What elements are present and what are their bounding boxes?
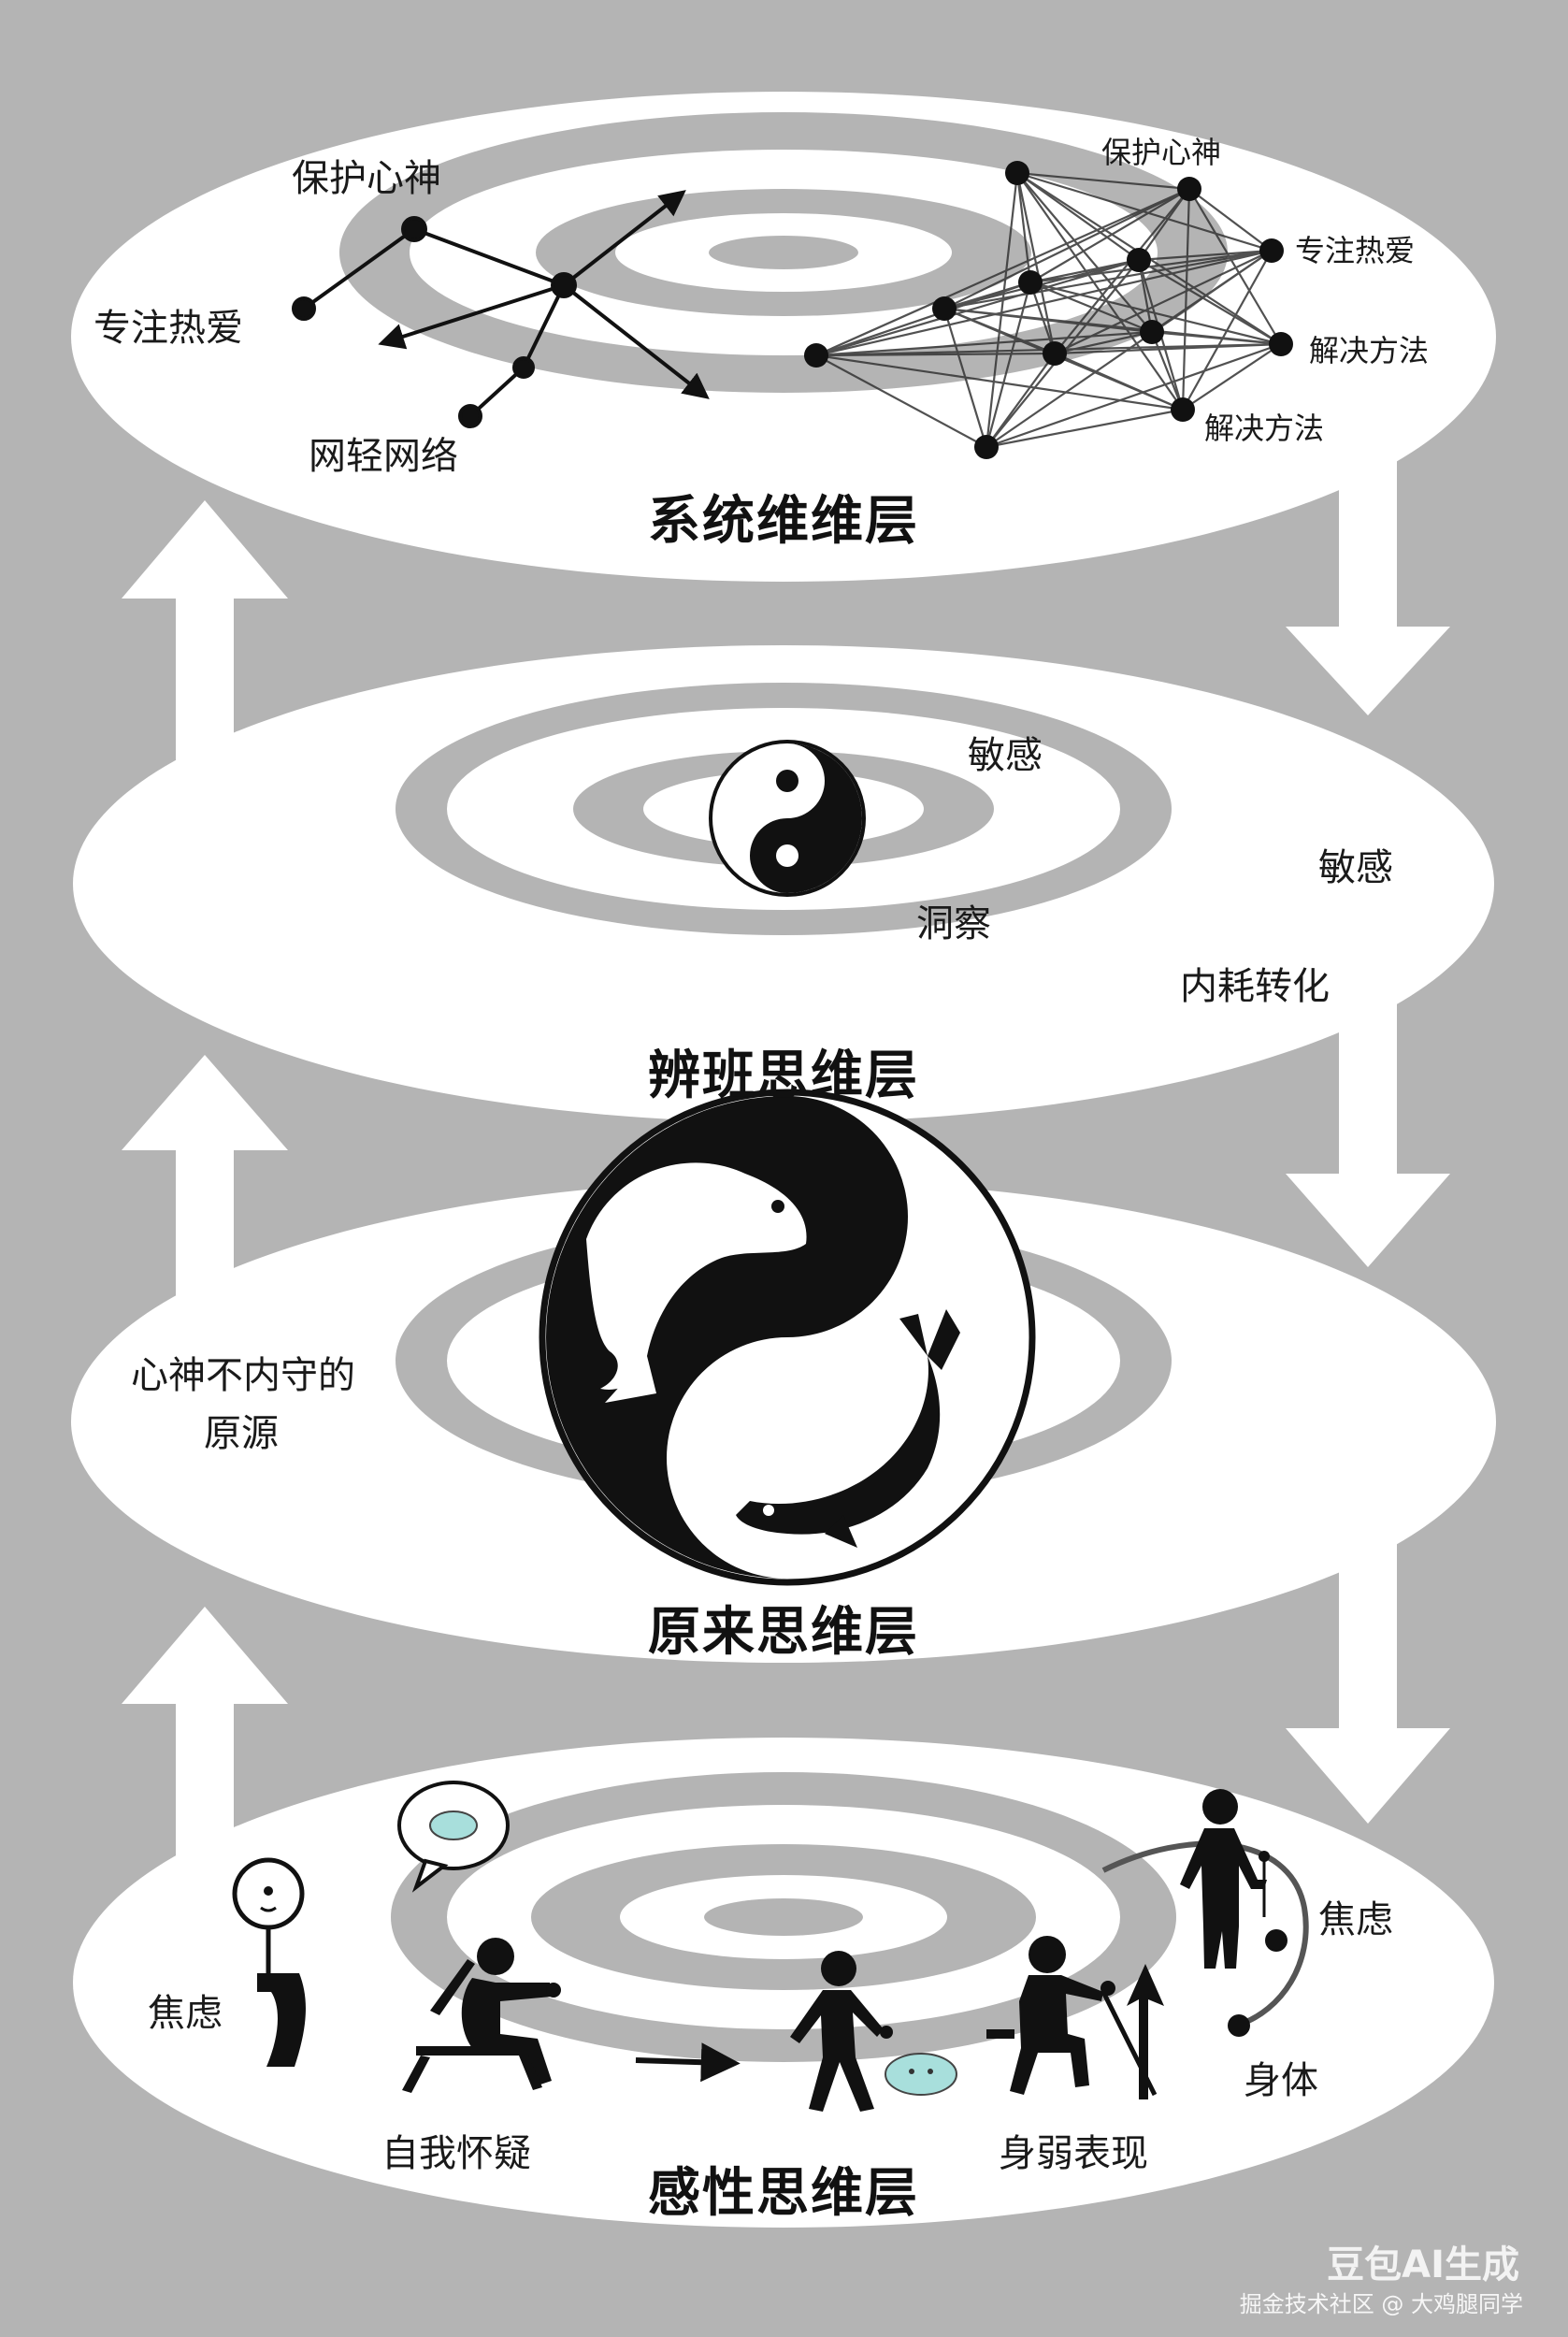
origin-level-title: 原来思维层 — [648, 1602, 919, 1663]
network-edge — [1182, 343, 1282, 411]
network-edge — [985, 342, 1282, 449]
progress-arrow — [635, 2042, 741, 2083]
origin-root-label-line1: 心神不内守的 — [131, 1354, 355, 1397]
perceptual-self-doubt-label: 自我怀疑 — [381, 2132, 531, 2175]
network-node — [1018, 270, 1043, 295]
origin-root-label-line2: 原源 — [204, 1412, 279, 1455]
network-node — [1140, 320, 1164, 344]
systems-right-protect-label: 保护心神 — [1101, 135, 1222, 170]
cloud-icon — [885, 2053, 957, 2096]
network-edge — [1016, 172, 1153, 333]
network-node — [974, 435, 999, 459]
yin-yang-icon — [709, 740, 866, 897]
network-edge — [1029, 281, 1153, 334]
network-edge — [943, 188, 1190, 310]
network-edge — [1138, 249, 1273, 262]
network-node — [1269, 332, 1293, 356]
watermark-brand: 豆包AI生成 — [1327, 2243, 1519, 2287]
network-edge — [985, 172, 1019, 448]
network-edge — [1016, 172, 1140, 261]
network-edge — [815, 187, 1190, 357]
black-fish-icon — [736, 1309, 960, 1548]
network-edge — [1181, 188, 1191, 411]
network-node — [1005, 161, 1029, 185]
network-node — [1177, 177, 1201, 201]
network-node — [1171, 397, 1195, 422]
network-edge — [1151, 330, 1282, 346]
systems-right-solve2-label: 解决方法 — [1204, 411, 1325, 446]
systems-left-network-label: 网轻网络 — [309, 435, 458, 478]
perceptual-layer-rings — [73, 1738, 1494, 2228]
perceptual-level-title: 感性思维层 — [648, 2163, 919, 2224]
path-dot-2 — [1228, 2014, 1250, 2037]
systems-right-solve1-label: 解决方法 — [1309, 333, 1430, 368]
network-edge — [815, 330, 1153, 357]
network-edge — [1054, 352, 1184, 411]
network-edge — [815, 258, 1140, 357]
standing-elder-icon — [1180, 1789, 1270, 1969]
network-edge — [985, 353, 1056, 448]
systems-left-protect-label: 保护心神 — [292, 157, 441, 200]
perceptual-anxiety-left-label: 焦虑 — [148, 1992, 223, 2035]
dialectic-transform-label: 内耗转化 — [1180, 965, 1330, 1008]
thought-bubble-icon — [397, 1781, 510, 1893]
network-edge — [1016, 171, 1190, 191]
network-edge — [943, 249, 1273, 310]
network-edge — [985, 281, 1032, 448]
walking-person-icon — [790, 1951, 893, 2112]
network-edge — [1138, 259, 1282, 345]
network-node — [1127, 248, 1151, 272]
path-dot-1 — [1265, 1929, 1287, 1952]
big-yin-yang-fish-icon — [539, 1089, 1036, 1586]
network-node — [804, 343, 828, 368]
seated-person-icon — [402, 1938, 561, 2093]
network-node — [1043, 341, 1067, 366]
network-edge — [815, 354, 987, 448]
network-edge — [1188, 188, 1282, 345]
network-edge — [1150, 331, 1185, 411]
watermark-source: 掘金技术社区 @ 大鸡腿同学 — [1239, 2291, 1523, 2317]
dialectic-sensitive-inner-label: 敏感 — [968, 734, 1043, 777]
perceptual-weak-body-label: 身弱表现 — [999, 2132, 1148, 2175]
elder-with-cane-icon — [986, 1936, 1164, 2099]
dialectic-insight-label: 洞察 — [916, 902, 991, 945]
anxious-head-figure — [232, 1857, 306, 2067]
systems-left-focus-label: 专注热爱 — [94, 307, 243, 350]
network-edge — [815, 281, 1031, 357]
network-edge — [1015, 172, 1032, 283]
network-edge — [985, 408, 1184, 449]
network-edge — [1029, 188, 1190, 283]
white-fish-icon — [586, 1162, 807, 1403]
network-node — [1259, 238, 1284, 263]
network-edge — [1188, 188, 1273, 252]
network-edge — [1016, 172, 1184, 411]
simple-network-graph — [292, 190, 710, 428]
network-edge — [1029, 281, 1282, 346]
orbit-path — [1101, 1840, 1309, 2027]
perceptual-anxiety-right-label: 焦虑 — [1318, 1898, 1393, 1941]
systems-right-focus-label: 专注热爱 — [1295, 233, 1416, 268]
network-edge — [1137, 259, 1154, 333]
network-node — [932, 296, 957, 321]
dialectic-sensitive-outer-label: 敏感 — [1318, 846, 1393, 889]
left-up-arrow-2 — [122, 1055, 288, 1337]
systems-level-title: 系统维维层 — [648, 491, 919, 552]
dense-network-graph — [804, 161, 1293, 459]
network-edge — [815, 352, 1056, 357]
dialectic-level-title: 辨班思维层 — [648, 1046, 919, 1106]
network-edge — [815, 249, 1273, 357]
network-edge — [815, 353, 1184, 411]
perceptual-body-label: 身体 — [1244, 2059, 1318, 2102]
